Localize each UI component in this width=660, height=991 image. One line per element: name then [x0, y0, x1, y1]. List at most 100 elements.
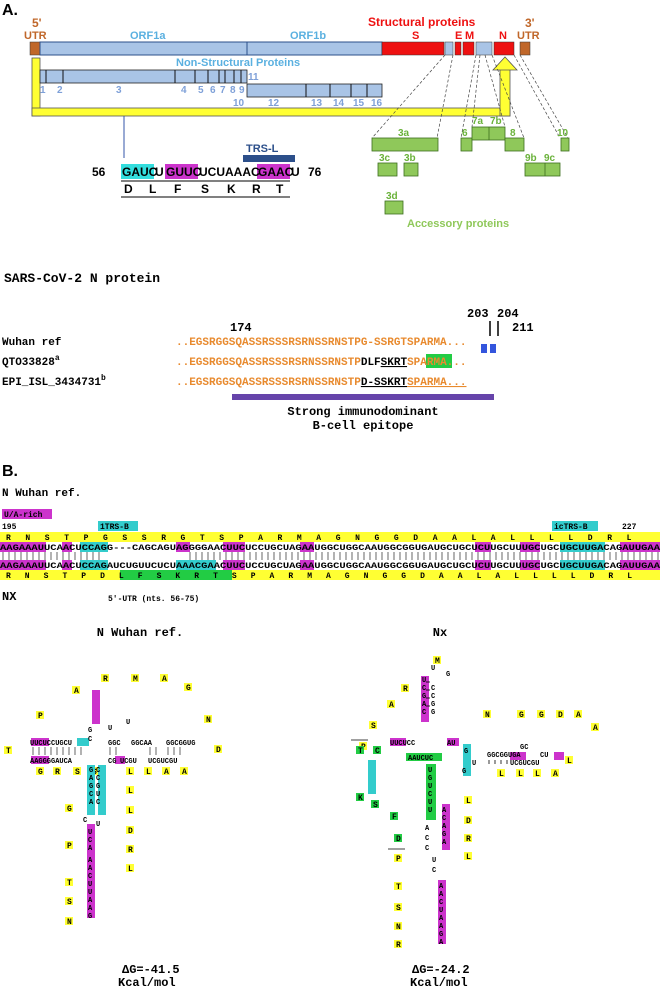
row-qto-name: QTO33828a [2, 354, 60, 369]
svg-text:A: A [442, 807, 447, 815]
aa-top-row-aa: A [316, 534, 321, 543]
aa-top-row-aa: A [491, 534, 496, 543]
accessory-labels: 3a 6 7a 7b 8 10 3c 3b 9b 9c 3d [379, 116, 569, 202]
panel-b-label: B. [2, 463, 18, 480]
nsp-top-bar [39, 69, 248, 84]
right-marks [351, 681, 508, 850]
aa-dlf-green [120, 570, 232, 580]
svg-text:T: T [396, 883, 401, 892]
aa-top-row-aa: P [239, 534, 244, 543]
svg-text:U: U [88, 881, 92, 889]
pos-204: 204 [497, 307, 519, 321]
left-cyan [77, 738, 106, 815]
svg-text:A: A [439, 891, 444, 899]
svg-text:U: U [428, 799, 432, 807]
seq-end: 76 [308, 165, 322, 179]
aa-top-row-aa: M [297, 534, 302, 543]
aa-top-row-aa: S [219, 534, 224, 543]
aa-5: K [227, 182, 236, 196]
nsp-title: Non-Structural Proteins [176, 57, 300, 69]
svg-text:L: L [466, 853, 471, 862]
utr5-label: 5' [32, 16, 42, 30]
svg-text:GGCAA: GGCAA [131, 740, 153, 748]
svg-text:A: A [439, 915, 444, 923]
left-pair-bars [32, 747, 181, 755]
aa-bottom-row-aa: T [63, 572, 68, 581]
nx-label: NX [2, 590, 17, 604]
aa-bottom-row-aa: A [458, 572, 463, 581]
row-epi-sup: b [101, 374, 106, 383]
n-label: N [499, 30, 507, 42]
nt-bottom-stripe [0, 560, 660, 570]
aa-top-row-aa: R [6, 534, 11, 543]
utr-note: 5'-UTR (nts. 56-75) [108, 595, 199, 604]
svg-text:M: M [435, 657, 440, 666]
svg-text:U: U [428, 783, 432, 791]
svg-text:A: A [576, 711, 581, 720]
svg-text:A: A [164, 768, 169, 777]
row-wuhan-name: Wuhan ref [2, 337, 62, 349]
nsp-4: 4 [181, 85, 187, 96]
acc-3b: 3b [404, 153, 416, 164]
seq-seg-6: U [291, 165, 300, 179]
aa-bottom-row-aa: N [364, 572, 369, 581]
nsp-15: 15 [353, 98, 365, 109]
svg-text:U: U [422, 677, 426, 685]
acc-10-box [560, 137, 570, 152]
svg-text:P: P [396, 855, 401, 864]
svg-text:R: R [466, 835, 471, 844]
acc-7ab-box [471, 126, 506, 141]
aa-top-row-aa: G [336, 534, 341, 543]
s-box [381, 41, 445, 56]
svg-text:A: A [593, 724, 598, 733]
svg-text:C: C [96, 767, 100, 775]
acc-3b-box [403, 162, 419, 177]
nsp-5: 5 [198, 85, 204, 96]
aa-top-row-aa: G [394, 534, 399, 543]
svg-text:C: C [442, 815, 446, 823]
pos-174: 174 [230, 321, 252, 335]
svg-text:CU: CU [540, 752, 548, 760]
aa-top-row-aa: L [627, 534, 632, 543]
epitope-line2: B-cell epitope [313, 419, 414, 433]
nsp-8: 8 [230, 85, 236, 96]
svg-text:G: G [431, 709, 435, 717]
svg-text:A: A [442, 839, 447, 847]
right-aa-boxes [359, 656, 599, 948]
left-aa-d: D [216, 746, 221, 755]
svg-text:GGCGGUG: GGCGGUG [166, 740, 195, 748]
aa-bottom-row-aa: D [590, 572, 595, 581]
nsp-14: 14 [333, 98, 345, 109]
structural-proteins-label: Structural proteins [368, 15, 476, 29]
svg-text:U: U [431, 665, 435, 673]
acc-3a-box [371, 137, 439, 152]
n-protein-title: SARS-CoV-2 N protein [4, 271, 160, 286]
svg-text:U: U [88, 829, 92, 837]
svg-text:U: U [428, 767, 432, 775]
m-label: M [465, 30, 474, 42]
svg-text:C: C [83, 817, 87, 825]
svg-text:U: U [428, 807, 432, 815]
nt-top-seq: AAGAAAUUCAACUCCAGG---CAGCAGUAGGGGAACUUCU… [0, 544, 660, 553]
svg-text:G: G [464, 748, 468, 756]
accessory-title: Accessory proteins [407, 218, 509, 230]
svg-text:A: A [89, 775, 94, 783]
seq-seg-3: GUUC [166, 165, 202, 179]
aa-2: L [149, 182, 156, 196]
acc-8: 8 [510, 128, 516, 139]
svg-text:U: U [439, 907, 443, 915]
svg-text:S: S [373, 801, 378, 810]
svg-text:A: A [88, 845, 93, 853]
svg-text:N: N [67, 918, 72, 927]
aa-top-row-aa: S [142, 534, 147, 543]
utr5-box [29, 41, 41, 56]
aa-bottom-row-aa: P [251, 572, 256, 581]
aa-bottom-row-aa: S [157, 572, 162, 581]
svg-text:C: C [425, 845, 429, 853]
row-wuhan-seq: ..EGSRGGSQASSRSSSRSRNSSRNSTPG-SSRGTSPARM… [176, 337, 466, 349]
aa-top-row-aa: G [103, 534, 108, 543]
svg-text:C: C [425, 835, 429, 843]
